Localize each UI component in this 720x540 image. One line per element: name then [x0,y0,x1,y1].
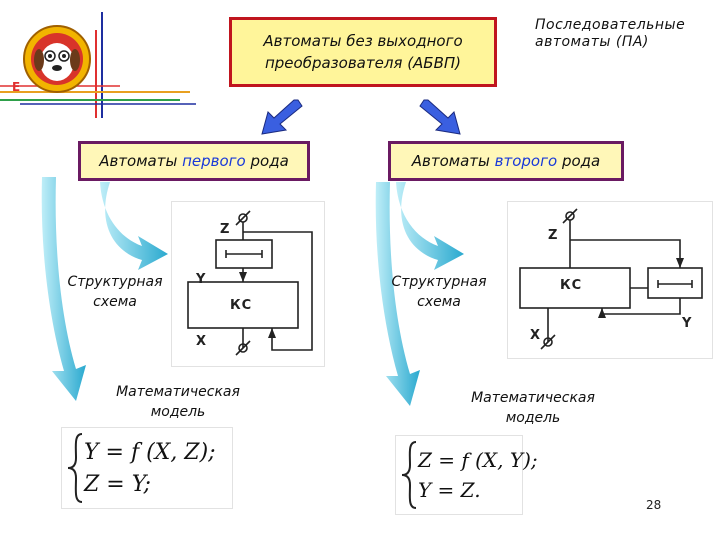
second-kind-pre: Автоматы [411,152,490,170]
right-formula: Z = f (X, Y); Y = Z. [396,436,538,514]
left-math-line2: модель [150,404,206,420]
left-scheme: Z Y КС X [172,202,324,366]
right-scheme-ks: КС [560,278,583,293]
right-struct-line1: Структурная [391,274,487,290]
right-formula-line1: Z = f (X, Y); [418,448,538,472]
first-kind-box: Автоматы первого рода [78,141,310,181]
left-formula: Y = f (X, Z); Z = Y; [62,428,232,508]
page-number: 28 [646,498,662,512]
right-struct-line2: схема [417,294,461,310]
left-scheme-z: Z [220,222,230,237]
right-math-line2: модель [505,410,561,426]
pa-title-line2: автоматы (ПА) [535,34,649,50]
left-scheme-x: X [196,334,207,349]
left-struct-line2: схема [93,294,137,310]
right-math-caption: Математическая модель [462,388,604,428]
left-formula-line1: Y = f (X, Z); [84,440,216,465]
left-struct-line1: Структурная [67,274,163,290]
flow-arrow-right-long-icon [375,182,420,406]
first-kind-pre: Автоматы [99,152,178,170]
first-kind-post: рода [250,152,289,170]
flow-arrow-left-long-icon [41,177,86,401]
left-scheme-ks: КС [230,298,253,313]
abvp-title-line1: Автоматы без выходного [263,32,463,50]
right-scheme: Z КС X Y [508,202,712,358]
right-scheme-x: X [530,328,541,343]
pa-title-line1: Последовательные [535,17,686,33]
right-formula-line2: Y = Z. [418,478,481,502]
left-formula-line2: Z = Y; [84,472,151,497]
second-kind-box: Автоматы второго рода [388,141,624,181]
left-struct-caption: Структурная схема [58,272,172,312]
right-scheme-y: Y [682,316,692,331]
abvp-title-line2: преобразователя (АБВП) [264,54,462,72]
flow-arrow-right-short-icon [396,182,464,270]
logo-letter: E [12,80,21,94]
first-kind-mid: первого [182,152,246,170]
left-scheme-y: Y [196,272,206,287]
arrow-left-icon [261,99,303,135]
right-scheme-z: Z [548,228,558,243]
second-kind-mid: второго [494,152,558,170]
abvp-box: Автоматы без выходного преобразователя (… [229,17,497,87]
logo-icon [22,24,92,94]
pa-title: Последовательные автоматы (ПА) [535,17,685,51]
flow-arrow-left-short-icon [100,182,168,270]
second-kind-post: рода [561,152,601,170]
left-math-caption: Математическая модель [108,382,248,422]
left-math-line1: Математическая [116,384,240,400]
right-math-line1: Математическая [471,390,595,406]
right-struct-caption: Структурная схема [386,272,492,312]
arrow-right-icon [419,99,461,135]
